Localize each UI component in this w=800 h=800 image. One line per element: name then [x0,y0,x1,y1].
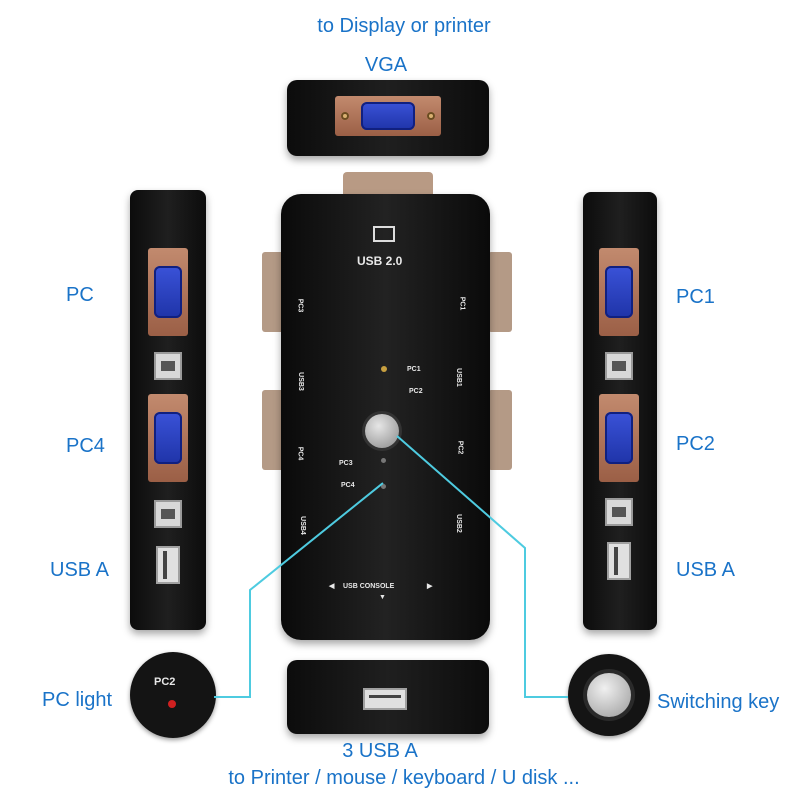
vga-connector-side [488,252,512,332]
right-pc2-label: PC2 [676,433,715,455]
arrow-right-icon: ▶ [427,583,433,590]
usb-a-port-icon [156,546,180,584]
usb-b-port-icon [605,352,633,380]
switching-key-zoom [568,654,650,736]
bottom-caption: to Printer / mouse / keyboard / U disk .… [228,767,580,789]
vga-port-icon [605,266,633,318]
pc-light-callout-line [214,482,384,698]
vga-label: VGA [364,54,408,76]
switch-button[interactable] [365,414,399,448]
console-label: USB CONSOLE [343,583,395,590]
zoom-pc2-label: PC2 [154,676,176,688]
switch-button-icon [587,673,631,717]
kvm-switch-body: USB 2.0 PC3 PC1 USB3 USB1 PC4 PC2 USB4 U… [281,194,490,640]
led-pc4-icon [381,484,386,489]
led-pc3-icon [381,458,386,463]
left-usb-label: USB A [50,559,109,581]
usb-a-port-icon [607,542,631,580]
led-pc1-icon [381,366,387,372]
vga-connector-side [488,390,512,470]
right-pc1-label: PC1 [676,286,715,308]
right-usb-label: USB A [676,559,735,581]
pc-light-zoom: PC2 [130,652,216,738]
usb-b-port-icon [154,500,182,528]
led-label-pc4: PC4 [341,482,355,489]
vga-port-icon [154,266,182,318]
top-view-device [287,80,489,156]
usb-b-port-icon [154,352,182,380]
vga-port-icon [361,102,415,130]
right-view-device [583,192,657,630]
vga-port-icon [605,412,633,464]
switching-key-callout-line [396,435,568,698]
screw-icon [341,112,349,120]
led-label-pc2: PC2 [409,388,423,395]
bottom-port-label: 3 USB A [342,740,418,762]
led-label-pc1: PC1 [407,366,421,373]
left-pc-label: PC [66,284,94,306]
screw-icon [427,112,435,120]
left-view-device [130,190,206,630]
pc-light-label: PC light [42,689,113,711]
top-caption: to Display or printer [317,15,491,37]
monitor-icon [373,226,395,242]
arrow-left-icon: ◀ [329,583,335,590]
usb-b-port-icon [605,498,633,526]
vga-port-icon [154,412,182,464]
left-pc4-label: PC4 [66,435,105,457]
arrow-down-icon: ▼ [379,594,386,601]
usb-version-label: USB 2.0 [357,254,403,268]
usb-a-port-icon [363,688,407,710]
bottom-view-device [287,660,489,734]
led-icon [168,700,176,708]
led-label-pc3: PC3 [339,460,353,467]
switching-key-label: Switching key [657,691,780,713]
